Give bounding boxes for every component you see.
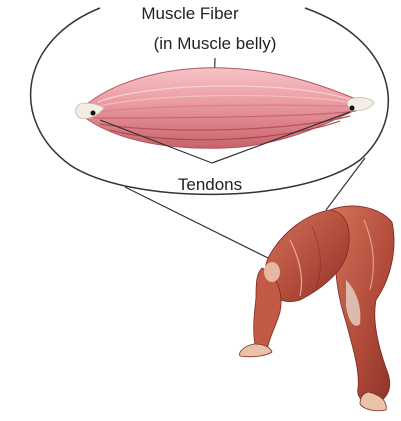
anatomical-legs: [240, 206, 394, 411]
tendon-left-dot: [91, 111, 96, 116]
pointer-line-left: [125, 187, 268, 258]
muscle-belly-label: (in Muscle belly): [100, 34, 330, 54]
muscle-fiber-label: Muscle Fiber: [100, 4, 280, 24]
tendon-right-dot: [350, 106, 355, 111]
tendons-label: Tendons: [160, 175, 260, 195]
